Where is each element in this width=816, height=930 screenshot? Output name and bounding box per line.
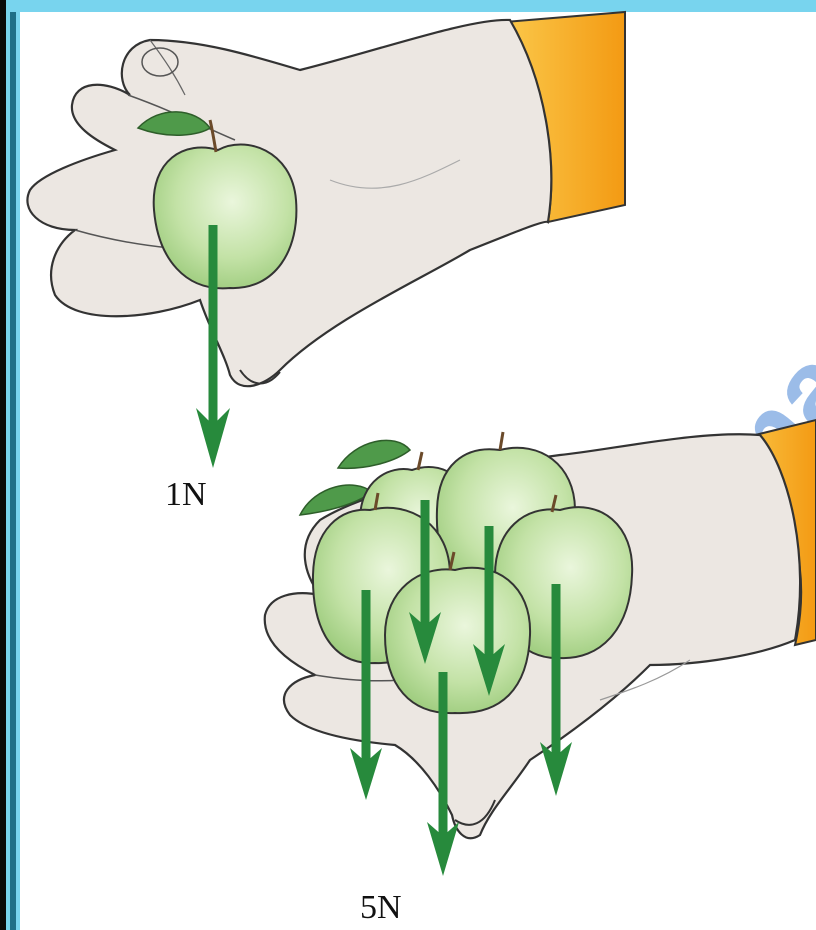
force-label-1N: 1N [165, 476, 207, 513]
force-label-5N: 5N [360, 889, 402, 926]
